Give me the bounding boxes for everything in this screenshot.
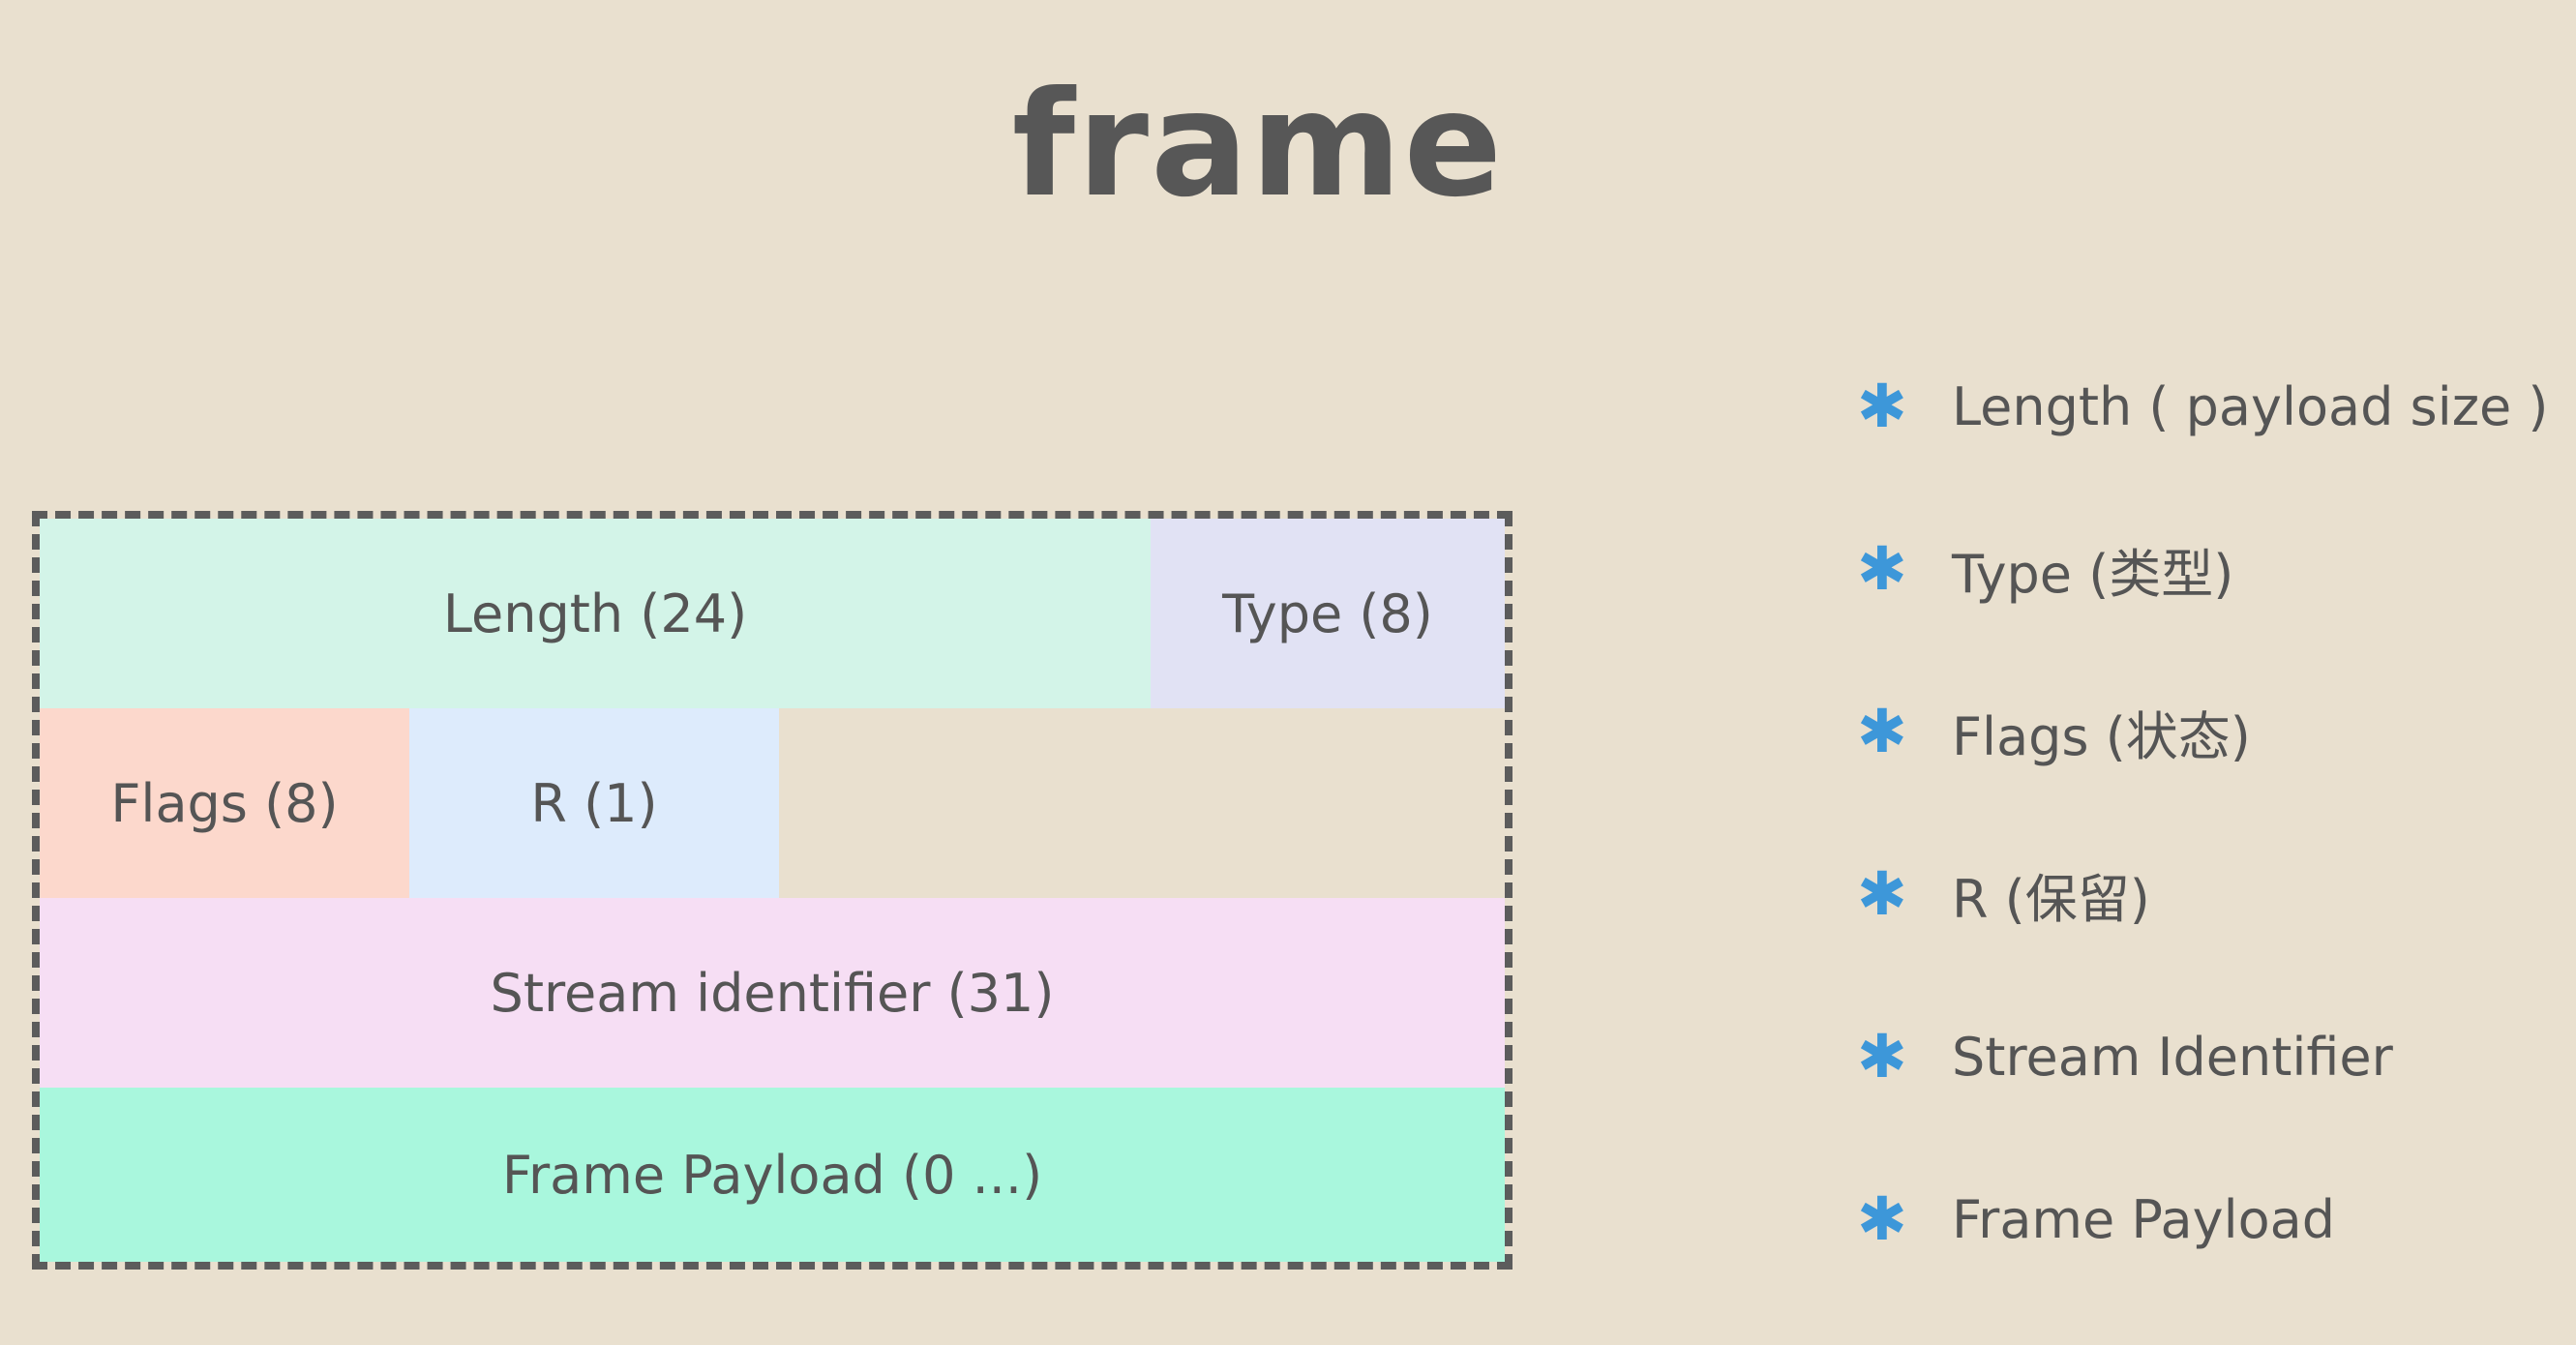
asterisk-icon: ✱ [1857,1183,1907,1254]
frame-payload-field: Frame Payload (0 ...) [40,1088,1505,1262]
length-field-label: Length (24) [442,583,748,644]
legend-item-label: Length ( payload size ) [1952,375,2549,437]
legend-item-label: Type (类型) [1952,543,2234,605]
asterisk-icon: ✱ [1857,696,1907,766]
frame-layout-diagram: Length (24) Type (8) Flags (8) R (1) Str… [32,511,1513,1270]
legend-item: ✱ Flags (状态) [1853,683,2251,780]
legend-item: ✱ Length ( payload size ) [1853,358,2549,455]
stream-identifier-field: Stream identifier (31) [40,898,1505,1088]
asterisk-icon: ✱ [1857,858,1907,929]
legend-item-label: R (保留) [1952,868,2150,930]
flags-field-label: Flags (8) [110,772,339,834]
type-field-label: Type (8) [1222,583,1433,644]
length-field: Length (24) [40,519,1151,708]
stream-identifier-field-label: Stream identifier (31) [490,962,1055,1024]
asterisk-icon: ✱ [1857,533,1907,604]
type-field: Type (8) [1151,519,1505,708]
asterisk-icon: ✱ [1857,371,1907,441]
page-title: frame [1011,61,1505,229]
legend-item: ✱ Type (类型) [1853,521,2233,617]
asterisk-icon: ✱ [1857,1021,1907,1091]
legend-item-label: Flags (状态) [1952,705,2251,767]
legend-item-label: Frame Payload [1952,1188,2336,1250]
frame-payload-field-label: Frame Payload (0 ...) [501,1144,1043,1206]
legend-item-label: Stream Identifier [1952,1026,2393,1088]
reserved-field: R (1) [409,708,779,898]
legend-item: ✱ R (保留) [1853,846,2150,942]
legend-item: ✱ Frame Payload [1853,1171,2335,1268]
reserved-field-label: R (1) [530,772,658,834]
legend-item: ✱ Stream Identifier [1853,1008,2393,1105]
flags-field: Flags (8) [40,708,409,898]
